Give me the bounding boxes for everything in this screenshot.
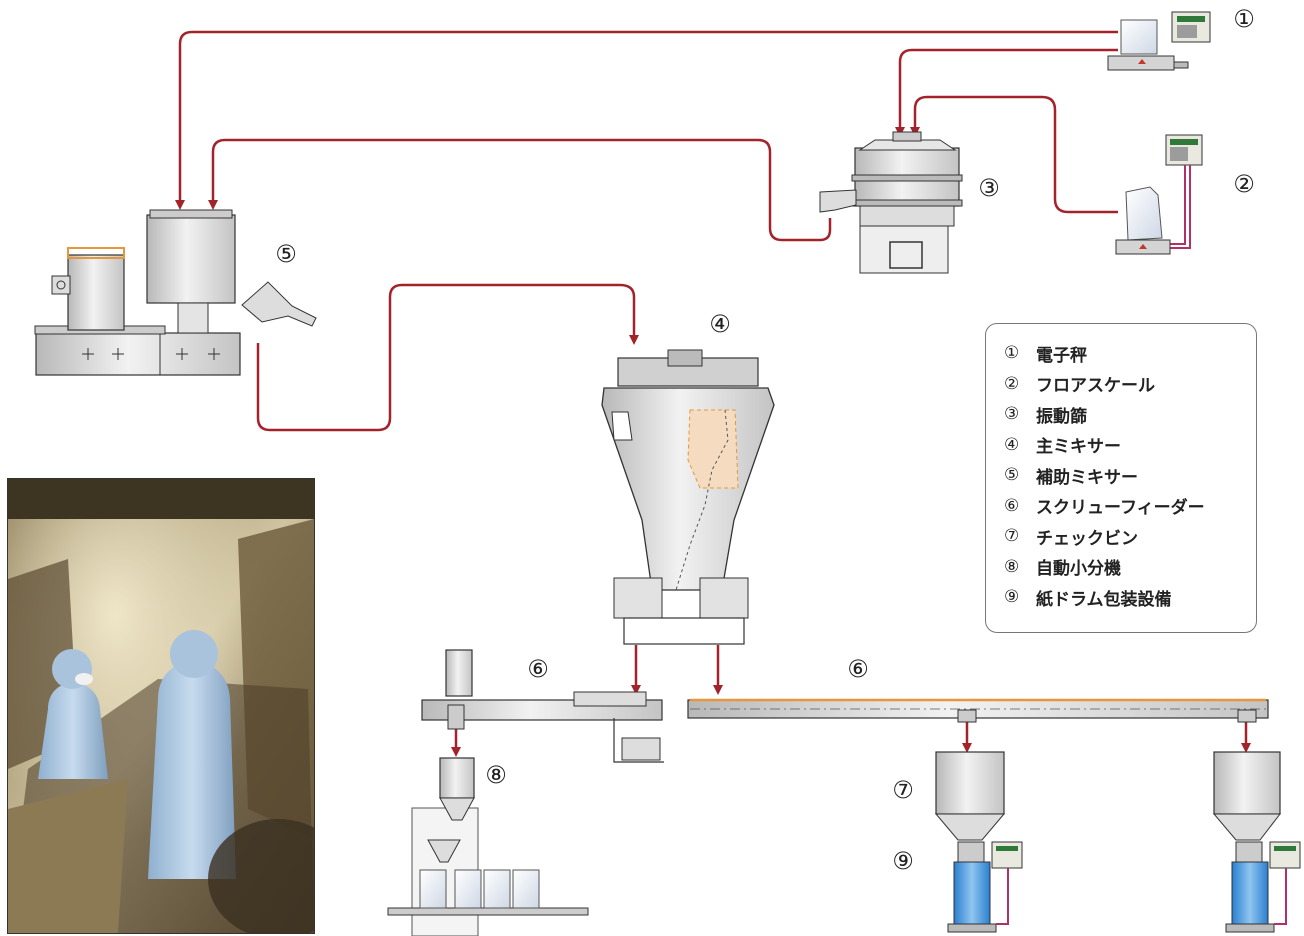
drum-packaging-left-icon	[947, 841, 1023, 933]
legend-label: 振動篩	[1036, 406, 1087, 427]
marker-3: ③	[978, 174, 1000, 202]
legend-item: ④ 主ミキサー	[1004, 430, 1256, 461]
legend-num: ①	[1004, 343, 1020, 364]
marker-7: ⑦	[892, 776, 914, 804]
legend-item: ⑤ 補助ミキサー	[1004, 460, 1256, 491]
legend-item: ⑧ 自動小分機	[1004, 552, 1256, 583]
main-mixer-icon	[601, 349, 775, 645]
floor-scale-icon	[1115, 134, 1203, 255]
legend-num: ⑦	[1004, 526, 1020, 547]
legend-item: ② フロアスケール	[1004, 369, 1256, 400]
legend-num: ⑨	[1004, 587, 1020, 608]
legend-num: ⑥	[1004, 495, 1020, 516]
legend-num: ⑤	[1004, 465, 1020, 486]
legend-item: ③ 振動篩	[1004, 399, 1256, 430]
screw-feeder-right-icon	[687, 698, 1269, 723]
electronic-scale-icon	[1107, 11, 1211, 71]
marker-9: ⑨	[892, 847, 914, 875]
legend-num: ③	[1004, 404, 1020, 425]
legend-label: 紙ドラム包装設備	[1036, 589, 1172, 610]
legend-label: 自動小分機	[1036, 559, 1121, 580]
legend-item: ⑦ チェックビン	[1004, 521, 1256, 552]
drum-packaging-right-icon	[1225, 841, 1301, 933]
legend-label: スクリューフィーダー	[1036, 498, 1205, 519]
legend-num: ⑧	[1004, 556, 1020, 577]
legend: ① 電子秤 ② フロアスケール ③ 振動篩 ④ 主ミキサー ⑤ 補助ミキサー ⑥ スクリュー…	[985, 323, 1257, 633]
check-bin-right-icon	[1212, 751, 1282, 841]
auxiliary-mixer-icon	[34, 209, 317, 376]
legend-label: フロアスケール	[1036, 376, 1155, 397]
screw-feeder-left-icon	[421, 649, 664, 763]
legend-label: 主ミキサー	[1036, 437, 1121, 458]
legend-item: ⑥ スクリューフィーダー	[1004, 491, 1256, 522]
marker-8: ⑧	[485, 761, 507, 789]
legend-item: ⑨ 紙ドラム包装設備	[1004, 582, 1256, 613]
factory-photo-image	[8, 479, 314, 933]
flow-lines	[175, 30, 1251, 757]
marker-1: ①	[1233, 5, 1255, 33]
check-bin-left-icon	[934, 751, 1006, 841]
marker-6-left: ⑥	[527, 655, 549, 683]
legend-item: ① 電子秤	[1004, 338, 1256, 369]
legend-label: 補助ミキサー	[1036, 467, 1138, 488]
legend-num: ②	[1004, 373, 1020, 394]
marker-2: ②	[1233, 170, 1255, 198]
marker-4: ④	[709, 310, 731, 338]
vibrating-sieve-icon	[819, 131, 963, 274]
factory-photo	[7, 478, 315, 934]
auto-dispenser-icon	[387, 757, 589, 936]
legend-num: ④	[1004, 434, 1020, 455]
legend-label: チェックビン	[1036, 528, 1138, 549]
marker-5: ⑤	[275, 240, 297, 268]
marker-6-right: ⑥	[847, 655, 869, 683]
legend-label: 電子秤	[1036, 345, 1087, 366]
